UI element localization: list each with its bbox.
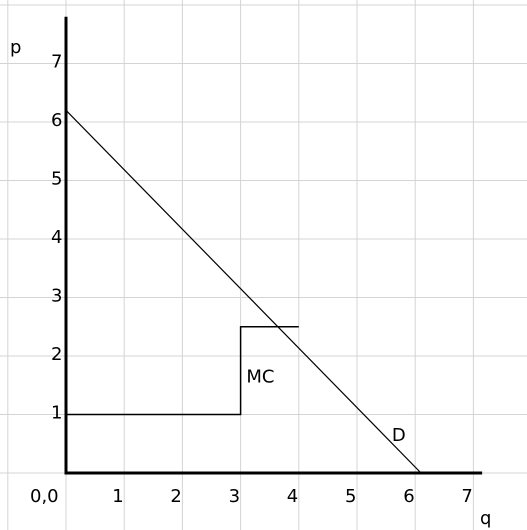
y-axis-label: p (10, 37, 21, 58)
x-tick-label: 4 (287, 486, 298, 507)
x-tick-label: 0,0 (30, 486, 59, 507)
y-tick-label: 7 (51, 52, 62, 73)
x-tick-label: 3 (229, 486, 240, 507)
series-labels: D MC (246, 366, 405, 446)
series-mc-label: MC (246, 366, 274, 387)
x-tick-label: 7 (461, 486, 472, 507)
x-tick-label: 2 (170, 486, 181, 507)
y-tick-label: 6 (51, 110, 62, 131)
axes (64, 16, 483, 475)
y-tick-label: 3 (51, 286, 62, 307)
x-axis-label: q (480, 508, 491, 529)
series-d-line (65, 109, 422, 474)
x-tick-label: 1 (112, 486, 123, 507)
series-mc-line (66, 326, 299, 416)
y-tick-label: 2 (51, 344, 62, 365)
tick-labels: 0,0 1 2 3 4 5 6 7 1 2 3 4 5 6 7 (30, 52, 473, 508)
y-tick-label: 5 (51, 169, 62, 190)
x-tick-label: 5 (345, 486, 356, 507)
x-tick-label: 6 (403, 486, 414, 507)
y-tick-label: 1 (51, 403, 62, 424)
y-tick-label: 4 (51, 227, 62, 248)
series-layer (65, 109, 422, 474)
series-d-label: D (392, 425, 406, 446)
